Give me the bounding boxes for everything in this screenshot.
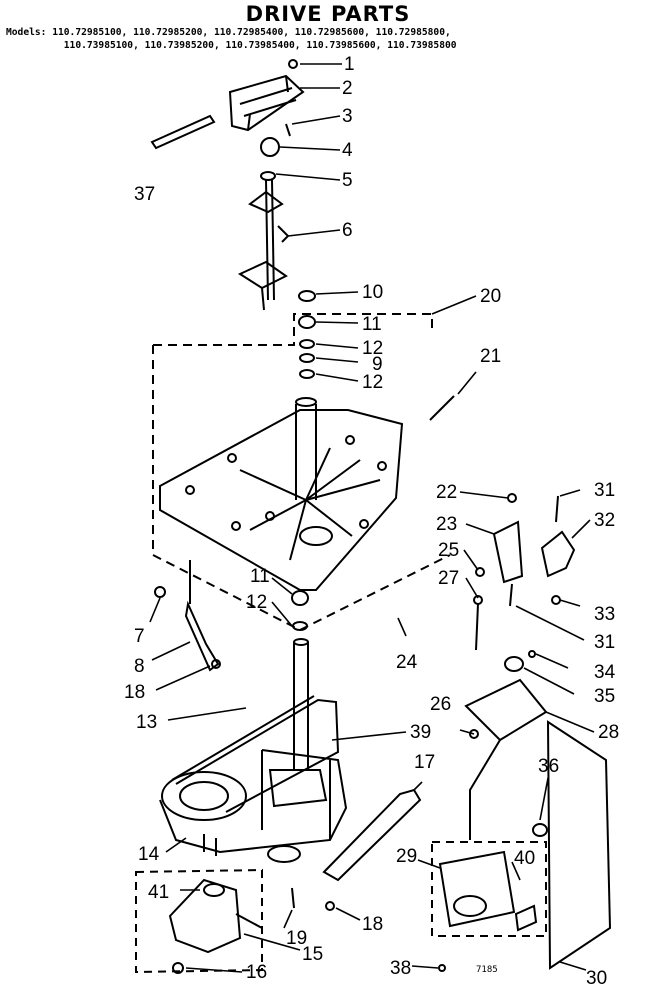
callout-8: 8 <box>134 656 145 677</box>
callout-4: 4 <box>342 140 353 161</box>
actuator-assembly <box>237 171 290 311</box>
callout-15: 15 <box>302 944 323 965</box>
callout-25: 25 <box>438 540 459 561</box>
callout-14: 14 <box>138 844 160 865</box>
motor-cover <box>438 720 612 972</box>
callout-7: 7 <box>134 626 145 647</box>
callout-6: 6 <box>342 220 353 241</box>
callout-29: 29 <box>396 846 417 867</box>
callout-16: 16 <box>246 962 267 983</box>
callout-18: 18 <box>124 682 145 703</box>
callout-32: 32 <box>594 510 615 531</box>
callout-19: 19 <box>286 928 307 949</box>
motor-mount <box>431 841 547 937</box>
callout-39: 39 <box>410 722 431 743</box>
clip-bracket-32 <box>540 495 576 605</box>
callout-10: 10 <box>362 282 383 303</box>
callout-1: 1 <box>344 54 355 75</box>
callout-12: 12 <box>362 338 383 359</box>
callout-23: 23 <box>436 514 457 535</box>
cam-ball <box>260 137 280 157</box>
image-code: 7185 <box>476 965 498 975</box>
leader-lines <box>149 63 595 973</box>
callout-31b: 31 <box>594 632 615 653</box>
bearing-11-lower <box>291 590 309 631</box>
callout-26: 26 <box>430 694 451 715</box>
callout-33: 33 <box>594 604 615 625</box>
models-line-2: 110.73985100, 110.73985200, 110.73985400… <box>63 40 457 51</box>
callout-5: 5 <box>342 170 353 191</box>
callout-38: 38 <box>390 958 411 979</box>
link-arm <box>291 788 422 911</box>
mount-plate <box>159 397 404 591</box>
callout-18b: 18 <box>362 914 383 935</box>
callout-9: 9 <box>372 354 383 375</box>
callout-27: 27 <box>438 568 459 589</box>
callout-11b: 11 <box>250 566 270 587</box>
callout-2: 2 <box>342 78 353 99</box>
transmission <box>159 749 348 863</box>
models-label: Models: <box>6 27 47 38</box>
callout-37: 37 <box>134 184 155 205</box>
callout-22: 22 <box>436 482 457 503</box>
callout-17: 17 <box>414 752 435 773</box>
callout-41: 41 <box>148 882 169 903</box>
callout-21: 21 <box>480 346 501 367</box>
drain-hose-bracket <box>228 59 305 137</box>
callout-12b: 12 <box>362 372 383 393</box>
callout-20: 20 <box>480 286 501 307</box>
callout-24: 24 <box>396 652 418 673</box>
left-support <box>154 560 221 672</box>
page-title: DRIVE PARTS <box>245 2 411 26</box>
clip-part <box>150 114 216 150</box>
washer-stack <box>298 290 316 379</box>
callout-34: 34 <box>594 662 616 683</box>
models-list: Models: 110.72985100, 110.72985200, 110.… <box>6 26 457 52</box>
motor-bracket <box>464 650 548 840</box>
callout-11: 11 <box>362 314 382 335</box>
callout-12c: 12 <box>246 592 267 613</box>
callout-36: 36 <box>538 756 559 777</box>
callouts: 1 2 3 4 5 6 10 11 12 9 12 20 21 37 22 31… <box>124 54 619 989</box>
transmission-mount-group <box>152 313 455 631</box>
callout-30: 30 <box>586 968 607 989</box>
callout-28: 28 <box>598 722 619 743</box>
callout-35: 35 <box>594 686 615 707</box>
switch-bracket <box>473 493 524 651</box>
callout-31: 31 <box>594 480 615 501</box>
callout-40: 40 <box>514 848 535 869</box>
drive-belt <box>171 695 340 813</box>
callout-3: 3 <box>342 106 353 127</box>
drain-pump-group <box>135 868 263 974</box>
models-line-1: 110.72985100, 110.72985200, 110.72985400… <box>52 27 451 38</box>
callout-13: 13 <box>136 712 157 733</box>
